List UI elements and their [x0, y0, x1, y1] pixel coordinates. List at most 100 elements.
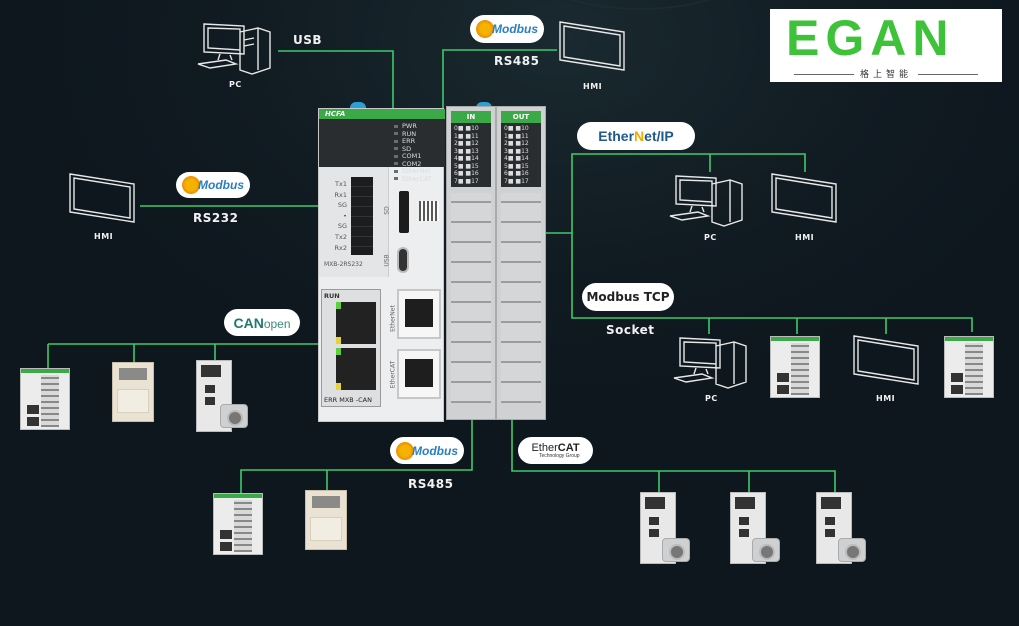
canopen-badge: CANopen	[224, 309, 300, 336]
wire-canopen	[47, 343, 320, 368]
io-led-row: 6■ ■16	[504, 170, 529, 177]
io-led-row: 4■ ■14	[454, 155, 479, 162]
status-led-pwr: PWR	[394, 122, 432, 131]
rs485-plc-device	[213, 493, 263, 555]
wire-rs485-bottom	[240, 412, 473, 493]
socket-label: Socket	[606, 323, 655, 337]
input-terminals	[451, 193, 491, 403]
ethercat-port	[397, 349, 441, 399]
ethernet-port-label: EtherNet	[389, 305, 397, 332]
ethernet-ip-badge: EtherNet/IP	[577, 122, 695, 150]
status-led-run: RUN	[394, 130, 432, 139]
modbus-gear-icon	[476, 20, 494, 38]
pc-icon	[197, 23, 271, 75]
logo-mark: EGAN	[786, 10, 955, 66]
ethernet-port	[397, 289, 441, 339]
hmi-icon	[69, 173, 135, 223]
background-arc	[480, 0, 800, 10]
sd-label: SD	[383, 206, 391, 215]
terminal-label: SG	[337, 222, 347, 231]
terminal-label: Tx2	[335, 232, 347, 241]
hmi-label-eip: HMI	[795, 233, 815, 242]
ethercat-servo-motor	[752, 538, 780, 562]
brand-label: HCFA	[319, 109, 445, 119]
pc-icon	[673, 337, 747, 389]
hmi-label-rs232: HMI	[94, 232, 114, 241]
canopen-servo-motor	[220, 404, 248, 428]
wire-ethercat	[511, 412, 836, 492]
can-port	[336, 302, 376, 344]
status-led-ethercat: EtherCAT	[394, 175, 432, 184]
status-led-sd: SD	[394, 145, 432, 154]
qr-code	[419, 201, 439, 221]
ethercat-servo-motor	[838, 538, 866, 562]
io-led-row: 0■ ■10	[454, 125, 479, 132]
modbus-badge-top: Modbus	[470, 15, 544, 43]
terminal-block	[351, 177, 373, 255]
ethercat-port-label: EtherCAT	[389, 360, 397, 389]
pc-label-tcp: PC	[705, 394, 718, 403]
rs485-bottom-label: RS485	[408, 477, 454, 491]
tcp-plc-device	[770, 336, 820, 398]
terminal-label: Tx1	[335, 180, 347, 188]
hmi-icon	[559, 21, 625, 71]
hmi-icon	[853, 335, 919, 385]
wire-rs485-top	[442, 49, 557, 108]
canopen-plc-device	[20, 368, 70, 430]
modbus-badge-bottom: Modbus	[390, 437, 464, 464]
io-led-row: 1■ ■11	[454, 132, 479, 140]
status-led-ethernet: EtherNet	[394, 167, 432, 176]
status-led-err: ERR	[394, 137, 432, 146]
can-port	[336, 348, 376, 390]
pc-label-eip: PC	[704, 233, 717, 242]
io-led-row: 1■ ■11	[504, 132, 529, 140]
canopen-inverter-device	[112, 362, 154, 422]
io-led-row: 3■ ■13	[504, 147, 529, 155]
terminal-model: MXB-2RS232	[324, 261, 363, 268]
io-led-row: 5■ ■15	[454, 162, 479, 170]
din-clip	[350, 102, 366, 112]
brand-logo: EGAN 格上智能	[770, 9, 1002, 82]
status-led-com1: COM1	[394, 152, 432, 161]
terminal-label: Rx1	[334, 190, 348, 199]
usb-c-port	[397, 247, 409, 273]
terminal-label: Rx2	[334, 243, 348, 252]
can-module: RUN ERR MXB -CAN	[321, 289, 381, 407]
rs232-label: RS232	[193, 211, 239, 225]
hmi-icon	[771, 173, 837, 223]
io-led-row: 7■ ■17	[504, 177, 529, 185]
tcp-plc-device	[944, 336, 994, 398]
pc-icon	[669, 175, 743, 227]
usb-port-label: USB	[383, 254, 391, 267]
io-led-row: 5■ ■15	[504, 162, 529, 170]
modbus-gear-icon	[182, 176, 200, 194]
output-terminals	[501, 193, 541, 403]
usb-label: USB	[293, 33, 323, 47]
modbus-tcp-badge: Modbus TCP	[582, 283, 674, 311]
io-led-row: 0■ ■10	[504, 125, 529, 132]
rs485-inverter-device	[305, 490, 347, 550]
logo-subtitle: 格上智能	[770, 67, 1002, 80]
io-led-row: 2■ ■12	[454, 140, 479, 147]
io-led-row: 6■ ■16	[454, 170, 479, 177]
io-led-row: 4■ ■14	[504, 155, 529, 162]
ethercat-servo-motor	[662, 538, 690, 562]
rs485-top-label: RS485	[494, 54, 540, 68]
wire-usb	[278, 50, 394, 108]
io-led-row: 7■ ■17	[454, 177, 479, 185]
wire-ethernet-ip	[530, 153, 973, 334]
terminal-label: •	[343, 211, 347, 220]
terminal-label: SG	[337, 201, 347, 210]
